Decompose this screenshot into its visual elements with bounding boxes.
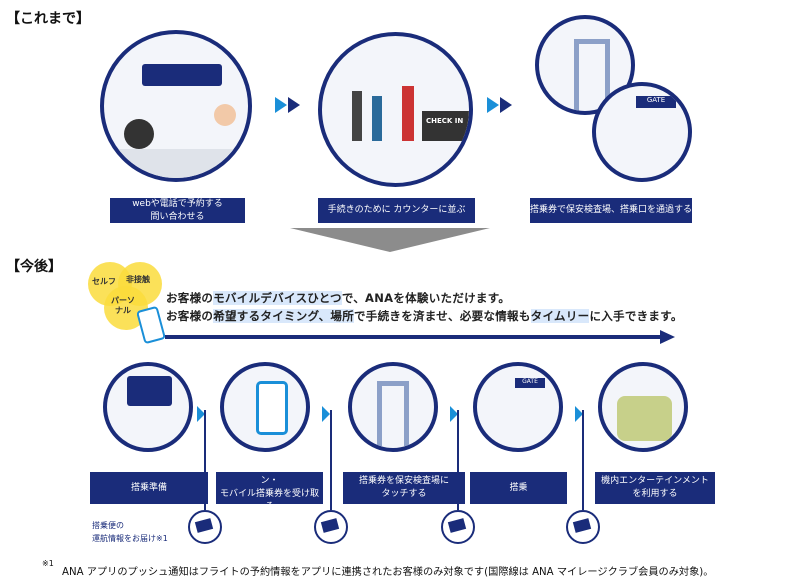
flight-icons-banner <box>142 64 222 86</box>
notification-line <box>330 410 332 510</box>
after-step-5-label: 機内エンターテインメント を利用する <box>595 472 715 504</box>
security-touch-illustration <box>348 362 438 452</box>
arrow-right-icon <box>322 406 330 422</box>
arrow-right-icon <box>275 97 287 113</box>
message-line-1: お客様のモバイルデバイスひとつで、ANAを体験いただけます。 <box>166 291 511 305</box>
security-gate-illustration <box>535 15 635 115</box>
notification-envelope-icon <box>314 510 348 544</box>
before-step-2-label: 手続きのために カウンターに並ぶ <box>318 198 475 223</box>
venn-label-contactless: 非接触 <box>126 275 150 284</box>
arrow-right-icon <box>288 97 300 113</box>
venn-label-self: セルフ <box>92 277 116 286</box>
footnote-mark: ※1 <box>42 559 54 568</box>
before-step-3-label: 搭乗券で保安検査場、搭乗口を通過する <box>530 198 692 223</box>
before-heading: 【これまで】 <box>6 11 90 27</box>
customer-person <box>214 104 236 126</box>
notification-line <box>582 410 584 510</box>
smartphone-icon <box>135 305 167 345</box>
arrow-right-icon <box>575 406 583 422</box>
notification-envelope-icon <box>188 510 222 544</box>
footnote-text: ANA アプリのプッシュ通知はフライトの予約情報をアプリに連携されたお客様のみ対… <box>62 567 714 578</box>
arrow-right-icon <box>197 406 205 422</box>
arrow-right-icon <box>450 406 458 422</box>
desk <box>104 149 248 178</box>
notification-envelope-icon <box>441 510 475 544</box>
message-line-2: お客様の希望するタイミング、場所で手続きを済ませ、必要な情報もタイムリーに入手で… <box>166 309 683 323</box>
reservation-illustration <box>100 30 252 182</box>
notification-envelope-icon <box>566 510 600 544</box>
operator-person <box>124 119 154 149</box>
notification-note: 搭乗便の 運航情報をお届け※1 <box>92 521 168 543</box>
after-step-4-label: 搭乗 <box>470 472 567 504</box>
mobile-checkin-illustration <box>220 362 310 452</box>
arrow-right-icon <box>500 97 512 113</box>
notification-line <box>204 410 206 510</box>
boarding-gate-illustration: GATE <box>592 82 692 182</box>
notification-line <box>457 410 459 510</box>
after-step-3-label: 搭乗券を保安検査場に タッチする <box>343 472 465 504</box>
boarding-illustration: GATE <box>473 362 563 452</box>
after-heading: 【今後】 <box>6 259 62 275</box>
down-arrow-icon <box>290 228 490 252</box>
check-in-sign: CHECK IN <box>422 111 469 141</box>
arrow-right-icon <box>487 97 499 113</box>
inflight-entertainment-illustration <box>598 362 688 452</box>
after-step-2-label: オンラインチェックイン・ モバイル搭乗券を受け取る <box>216 464 323 512</box>
counter-queue-illustration: CHECK IN <box>318 32 473 187</box>
preparation-illustration <box>103 362 193 452</box>
before-step-1-label: webや電話で予約する 問い合わせる <box>110 198 245 223</box>
venn-label-personal: パーソ ナル <box>111 296 135 316</box>
gate-sign: GATE <box>636 96 676 108</box>
gate-sign: GATE <box>515 378 545 388</box>
timeline-arrow <box>165 330 675 344</box>
after-step-1-label: 搭乗準備 <box>90 472 208 504</box>
